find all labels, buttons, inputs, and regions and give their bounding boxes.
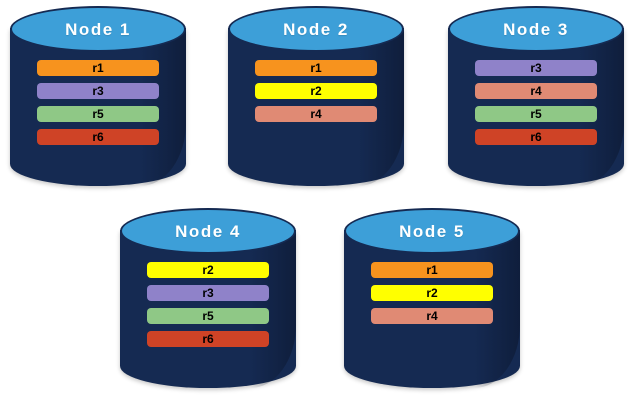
record-label: r3 [92,84,104,98]
record-bar[interactable]: r5 [37,106,159,122]
record-list: r1 r2 r4 [228,60,404,122]
node-title: Node 3 [503,19,569,39]
database-node-4[interactable]: r2 r3 r5 r6 Node 4 [120,208,296,388]
record-bar[interactable]: r1 [37,60,159,76]
record-bar[interactable]: r1 [255,60,377,76]
record-label: r2 [426,286,438,300]
record-bar[interactable]: r6 [147,331,269,347]
node-title: Node 5 [399,221,465,241]
cylinder-top-ellipse: Node 5 [344,208,520,254]
record-label: r2 [310,84,322,98]
cylinder-top-ellipse: Node 3 [448,6,624,52]
record-bar[interactable]: r2 [255,83,377,99]
cylinder-top-ellipse: Node 4 [120,208,296,254]
record-label: r6 [530,130,542,144]
cylinder-top-ellipse: Node 2 [228,6,404,52]
record-label: r4 [530,84,542,98]
record-list: r2 r3 r5 r6 [120,262,296,347]
database-node-5[interactable]: r1 r2 r4 Node 5 [344,208,520,388]
record-bar[interactable]: r4 [371,308,493,324]
record-label: r6 [92,130,104,144]
database-node-2[interactable]: r1 r2 r4 Node 2 [228,6,404,186]
record-bar[interactable]: r6 [37,129,159,145]
record-label: r4 [310,107,322,121]
record-bar[interactable]: r4 [475,83,597,99]
record-bar[interactable]: r1 [371,262,493,278]
record-label: r3 [202,286,214,300]
record-label: r5 [530,107,542,121]
record-bar[interactable]: r6 [475,129,597,145]
cylinder-top-ellipse: Node 1 [10,6,186,52]
node-title: Node 2 [283,19,349,39]
record-label: r4 [426,309,438,323]
record-label: r5 [92,107,104,121]
record-label: r1 [92,61,104,75]
record-bar[interactable]: r5 [147,308,269,324]
record-label: r6 [202,332,214,346]
record-bar[interactable]: r3 [37,83,159,99]
database-node-3[interactable]: r3 r4 r5 r6 Node 3 [448,6,624,186]
record-label: r1 [426,263,438,277]
record-bar[interactable]: r2 [147,262,269,278]
database-node-1[interactable]: r1 r3 r5 r6 Node 1 [10,6,186,186]
record-label: r2 [202,263,214,277]
record-bar[interactable]: r5 [475,106,597,122]
record-label: r5 [202,309,214,323]
record-bar[interactable]: r3 [475,60,597,76]
record-list: r1 r2 r4 [344,262,520,324]
record-bar[interactable]: r3 [147,285,269,301]
record-list: r1 r3 r5 r6 [10,60,186,145]
record-list: r3 r4 r5 r6 [448,60,624,145]
node-title: Node 4 [175,221,241,241]
record-label: r1 [310,61,322,75]
node-title: Node 1 [65,19,131,39]
record-bar[interactable]: r2 [371,285,493,301]
record-label: r3 [530,61,542,75]
record-bar[interactable]: r4 [255,106,377,122]
